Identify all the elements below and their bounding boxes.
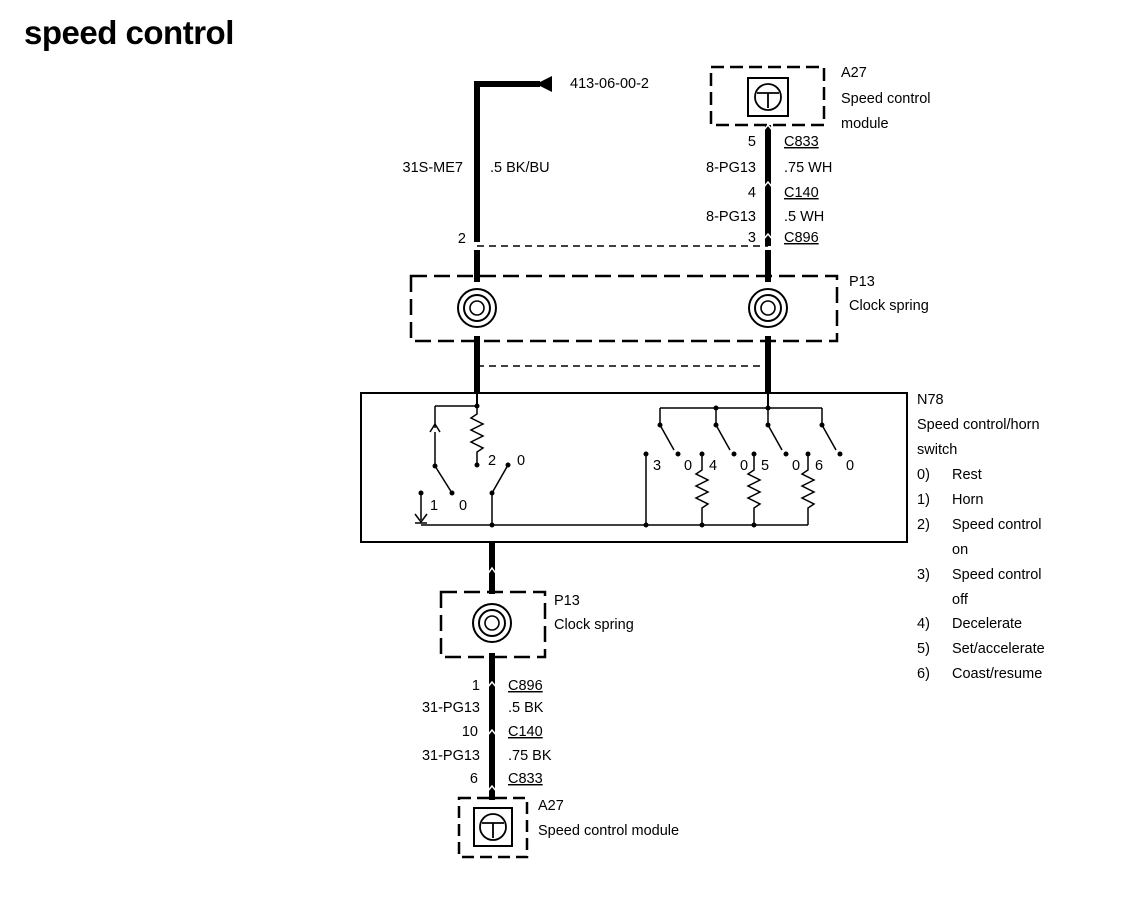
wire-code: 8-PG13 xyxy=(706,160,756,176)
module-id: A27 xyxy=(538,798,564,814)
legend-text: Horn xyxy=(952,492,983,508)
contact-label: 6 xyxy=(815,458,823,474)
clock-spring-id: P13 xyxy=(554,593,580,609)
contact-label: 0 xyxy=(792,458,800,474)
contact-label: 0 xyxy=(846,458,854,474)
coil-icon xyxy=(472,603,512,643)
legend-text: off xyxy=(952,592,969,608)
reference-number: 413-06-00-2 xyxy=(570,76,649,92)
legend-text: Set/accelerate xyxy=(952,641,1045,657)
coil-icon xyxy=(748,288,788,328)
legend-num: 4) xyxy=(917,616,930,632)
wire-code: 31S-ME7 xyxy=(403,160,463,176)
clock-spring-label: Clock spring xyxy=(554,617,634,633)
legend-text: Speed control xyxy=(952,567,1041,583)
legend-num: 1) xyxy=(917,492,930,508)
legend-text: Rest xyxy=(952,467,982,483)
pin-number: 2 xyxy=(458,231,466,247)
module-a27-top xyxy=(709,65,826,127)
switch-label-line1: Speed control/horn xyxy=(917,417,1040,433)
legend-num: 0) xyxy=(917,467,930,483)
module-label-line1: Speed control xyxy=(841,91,930,107)
clock-spring-label: Clock spring xyxy=(849,298,929,314)
wire-spec: .5 WH xyxy=(784,209,824,225)
switch-legend: 0) Rest 1) Horn 2) Speed control on 3) S… xyxy=(917,467,1045,682)
legend-num: 3) xyxy=(917,567,930,583)
legend-num: 2) xyxy=(917,517,930,533)
steering-wheel-icon xyxy=(479,813,507,841)
clock-spring-id: P13 xyxy=(849,274,875,290)
contact-label: 1 xyxy=(430,498,438,514)
connector-id: C833 xyxy=(508,771,543,787)
switch-label-line2: switch xyxy=(917,442,957,458)
module-a27-bottom xyxy=(457,796,529,859)
coil-icon xyxy=(457,288,497,328)
wire-code: 31-PG13 xyxy=(422,748,480,764)
contact-label: 0 xyxy=(517,453,525,469)
clock-spring-bottom xyxy=(439,590,547,659)
top-right-wiring-labels: 5 C833 8-PG13 .75 WH 4 C140 8-PG13 .5 WH… xyxy=(706,134,832,246)
connector-id: C896 xyxy=(784,230,819,246)
module-label-line2: module xyxy=(841,116,889,132)
wire-spec: .75 BK xyxy=(508,748,552,764)
switch-n78 xyxy=(360,392,908,543)
contact-label: 2 xyxy=(488,453,496,469)
connector-arrow-icon xyxy=(536,76,552,92)
legend-text: Coast/resume xyxy=(952,666,1042,682)
wire-spec: .5 BK/BU xyxy=(490,160,550,176)
steering-wheel-icon xyxy=(754,83,782,111)
wire-code: 31-PG13 xyxy=(422,700,480,716)
connector-id: C833 xyxy=(784,134,819,150)
legend-num: 5) xyxy=(917,641,930,657)
pin-number: 4 xyxy=(748,185,756,201)
legend-num: 6) xyxy=(917,666,930,682)
legend-text: on xyxy=(952,542,968,558)
contact-label: 4 xyxy=(709,458,717,474)
legend-text: Decelerate xyxy=(952,616,1022,632)
contact-label: 5 xyxy=(761,458,769,474)
wire-spec: .75 WH xyxy=(784,160,832,176)
contact-label: 0 xyxy=(684,458,692,474)
connector-id: C896 xyxy=(508,678,543,694)
wire-code: 8-PG13 xyxy=(706,209,756,225)
module-id: A27 xyxy=(841,65,867,81)
connector-id: C140 xyxy=(784,185,819,201)
legend-text: Speed control xyxy=(952,517,1041,533)
pin-number: 6 xyxy=(470,771,478,787)
page-title: speed control xyxy=(24,14,234,51)
pin-number: 5 xyxy=(748,134,756,150)
switch-id: N78 xyxy=(917,392,944,408)
pin-number: 3 xyxy=(748,230,756,246)
clock-spring-top xyxy=(409,274,839,343)
bottom-wiring-labels: 1 C896 31-PG13 .5 BK 10 C140 31-PG13 .75… xyxy=(422,678,552,787)
wire-31s-me7 xyxy=(474,76,552,242)
connector-id: C140 xyxy=(508,724,543,740)
contact-label: 0 xyxy=(459,498,467,514)
pin-number: 1 xyxy=(472,678,480,694)
contact-label: 3 xyxy=(653,458,661,474)
module-label: Speed control module xyxy=(538,823,679,839)
pin-number: 10 xyxy=(462,724,478,740)
wire-spec: .5 BK xyxy=(508,700,544,716)
switch-contact-labels: 1 0 2 0 3 0 4 0 5 0 6 0 xyxy=(430,453,854,514)
contact-label: 0 xyxy=(740,458,748,474)
